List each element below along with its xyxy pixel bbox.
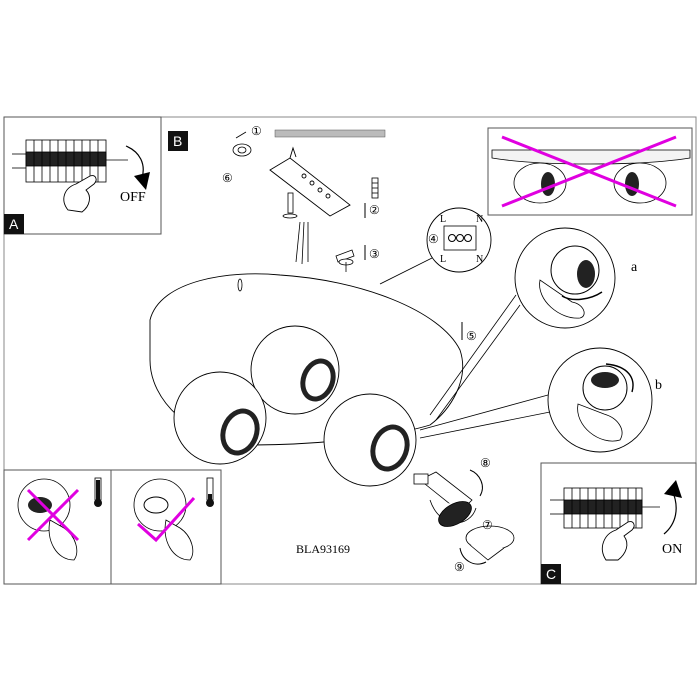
callout-b-hand-icon (577, 403, 623, 442)
step-5-label: ⑤ (466, 329, 477, 343)
spotlight-head-top-lens-inner-icon (305, 363, 331, 397)
step-9-label: ⑨ (454, 560, 465, 574)
spot-right-lens-icon (625, 172, 639, 196)
fixture-screw-slot-icon (237, 278, 243, 292)
spot-left-icon (513, 162, 567, 204)
hand-icon (63, 175, 97, 213)
panel-c-badge-label: C (546, 566, 556, 582)
on-label: ON (662, 542, 682, 557)
callout-b-leader-line (419, 394, 549, 431)
step-1: ① (251, 124, 262, 138)
callout-b-leader-line (419, 411, 551, 439)
screw-icon (282, 177, 379, 219)
step-8-rotate-arrow-icon (469, 469, 483, 497)
callout-a-label: a (631, 260, 638, 275)
mounting-bracket-icon (269, 146, 351, 217)
ceiling-hatch (274, 129, 386, 138)
callout-b-label: b (655, 378, 662, 393)
step-4-label: ④ (428, 232, 439, 246)
terminal-screw-icon (464, 234, 472, 242)
step-8-label: ⑧ (480, 456, 491, 470)
thermometer-cool-bulb-icon (206, 499, 214, 507)
heat-panel-2-lens-icon (143, 496, 169, 514)
step-9-rotate-arrow-icon (459, 547, 487, 565)
step-6: ⑥ (222, 171, 233, 185)
terminal-screw-icon (456, 234, 464, 242)
spotlight-head-left-lens-inner-icon (225, 413, 255, 451)
spot-left-lens-icon (541, 172, 555, 196)
terminal-label-right: N (476, 214, 483, 225)
step-2: ② (364, 203, 380, 218)
callout-b-lens-icon (591, 372, 619, 388)
panel-a-badge (4, 214, 24, 234)
wrong-mounting-panel (487, 127, 693, 216)
terminal-label-left-lower: L (440, 254, 446, 265)
callout-a-rotate-arrow-icon (561, 291, 603, 301)
panel-a: OFF A (3, 116, 162, 235)
off-arrow-head-icon (134, 172, 150, 190)
spotlight-head-right-lens-inner-icon (375, 429, 405, 467)
panel-b-badge-label: B (173, 133, 182, 149)
on-hand-icon (602, 521, 635, 561)
step-6-label: ⑥ (222, 171, 233, 185)
panel-c: ON C (540, 462, 697, 585)
step-2-label: ② (369, 203, 380, 217)
retaining-ring-icon (465, 525, 515, 561)
step-7-label: ⑦ (482, 518, 493, 532)
terminal-label-right-lower: N (476, 254, 483, 265)
ceiling-plate-outline (491, 149, 691, 165)
step-1-label: ① (251, 124, 262, 138)
cross-mark-line (501, 135, 677, 208)
terminal-label-left: L (440, 214, 446, 225)
model-code: BLA93169 (296, 542, 350, 556)
breaker-block-icon (12, 139, 128, 183)
main-fixture: ⑤ (149, 273, 477, 487)
callout-a: a (429, 227, 638, 421)
heat-panel-2-check-mark (137, 496, 196, 543)
anchor-screw-icon (335, 249, 355, 272)
thermometer-hot-bulb-icon (94, 499, 102, 507)
terminal-block-callout: L N L N ④ (379, 207, 492, 285)
heat-panel-1-cross-line (26, 488, 80, 542)
thermometer-hot-fill-icon (96, 480, 100, 500)
callout-a-lens-icon (577, 260, 595, 288)
step-3: ③ (364, 245, 380, 261)
callout-b-rotate-arrow-icon (605, 363, 634, 393)
bulb-replacement: ⑧ ⑦ ⑨ (413, 456, 515, 574)
callout-a-leader-line (435, 304, 521, 421)
callout-a-leader-line (429, 294, 517, 416)
panel-b: B (168, 124, 386, 272)
terminal-leader-line (379, 257, 433, 285)
thermometer-cool-fill-icon (208, 494, 212, 500)
off-label: OFF (120, 190, 146, 205)
step-3-label: ③ (369, 247, 380, 261)
supply-wires-icon (295, 221, 309, 265)
terminal-screw-icon (448, 234, 456, 242)
panel-a-badge-label: A (9, 216, 19, 232)
page-frame (3, 116, 697, 585)
heat-warning-panels (3, 469, 222, 585)
callout-b: b (419, 347, 662, 453)
heat-panel-2-hand-icon (164, 519, 194, 561)
gu10-bulb-icon (413, 471, 477, 527)
panel-c-badge (541, 564, 561, 584)
on-arrow-head-icon (664, 480, 682, 498)
panel-b-badge (168, 131, 188, 151)
callout-a-hand-icon (539, 279, 585, 319)
cover-cap-icon (232, 131, 252, 157)
